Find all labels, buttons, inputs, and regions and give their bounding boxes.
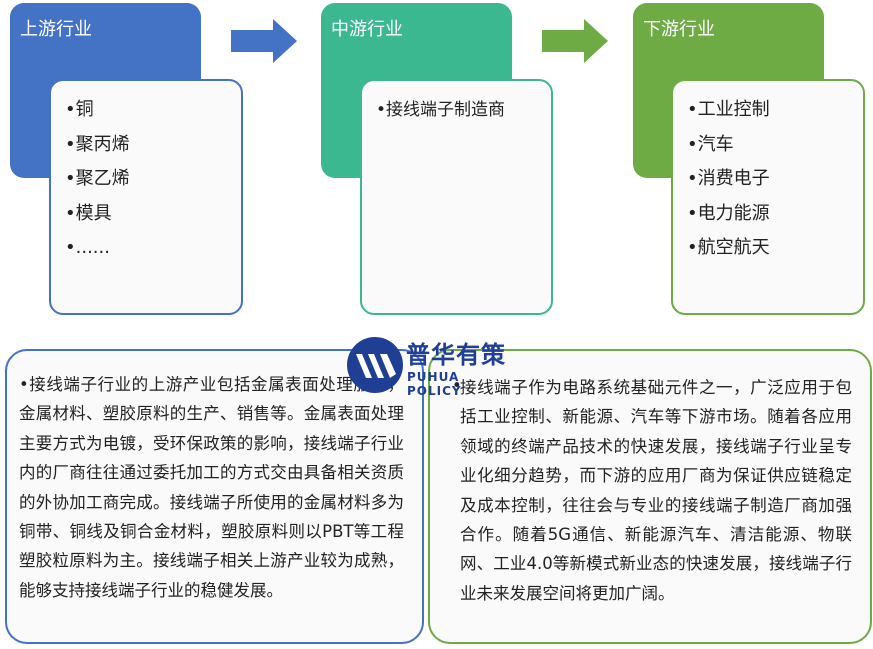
puhua-logo: 普华有策 PUHUA POLICY (346, 332, 516, 398)
midstream-title: 中游行业 (331, 19, 403, 40)
flow-arrow-icon (542, 19, 608, 63)
logo-emblem-icon (347, 337, 403, 393)
logo-name-cn: 普华有策 (406, 341, 506, 369)
flow-arrow-icon (231, 19, 297, 63)
upstream-description-text: •接线端子行业的上游产业包括金属表面处理服务，金属材料、塑胶原料的生产、销售等。… (19, 375, 404, 600)
downstream-description-panel: • 接线端子作为电路系统基础元件之一，广泛应用于包括工业控制、新能源、汽车等下游… (428, 349, 872, 644)
upstream-card: 铜 聚丙烯 聚乙烯 模具 ...... (49, 79, 243, 315)
midstream-card: 接线端子制造商 (360, 79, 553, 315)
midstream-item: 接线端子制造商 (376, 97, 551, 132)
downstream-item: 工业控制 (687, 97, 863, 132)
downstream-item: 航空航天 (687, 235, 863, 270)
upstream-item: 铜 (65, 97, 241, 132)
downstream-item: 电力能源 (687, 201, 863, 236)
upstream-description-panel: •接线端子行业的上游产业包括金属表面处理服务，金属材料、塑胶原料的生产、销售等。… (5, 349, 424, 644)
upstream-item: 聚乙烯 (65, 166, 241, 201)
downstream-card: 工业控制 汽车 消费电子 电力能源 航空航天 (671, 79, 865, 315)
downstream-item: 消费电子 (687, 166, 863, 201)
downstream-description-text: 接线端子作为电路系统基础元件之一，广泛应用于包括工业控制、新能源、汽车等下游市场… (460, 378, 852, 603)
bullet: • (452, 376, 462, 395)
downstream-item: 汽车 (687, 132, 863, 167)
upstream-item: 模具 (65, 201, 241, 236)
upstream-item: ...... (65, 235, 241, 270)
upstream-item: 聚丙烯 (65, 132, 241, 167)
logo-name-en: PUHUA POLICY (407, 370, 462, 398)
downstream-title: 下游行业 (643, 19, 715, 40)
upstream-title: 上游行业 (20, 19, 92, 40)
